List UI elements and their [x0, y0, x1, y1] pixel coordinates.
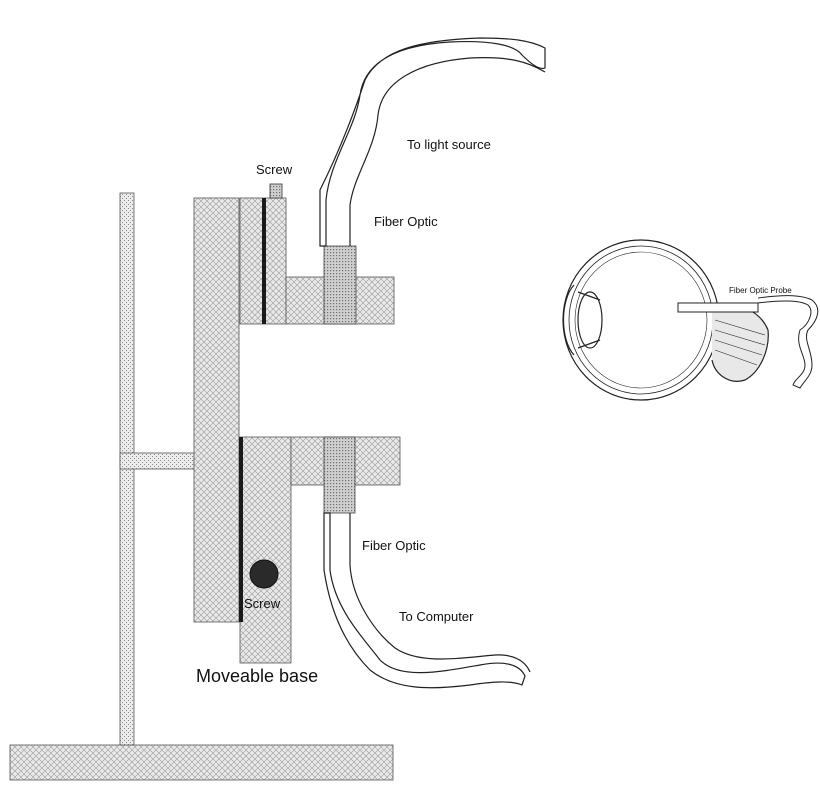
probe-cable — [757, 295, 819, 389]
screw-head-icon — [269, 183, 283, 199]
label-screw-top: Screw — [256, 162, 293, 177]
eye-icon — [562, 239, 769, 401]
label-screw-bottom: Screw — [244, 596, 281, 611]
upper-fiber-sleeve — [323, 245, 357, 325]
label-fiber-optic-bottom: Fiber Optic — [362, 538, 426, 553]
upper-screw-rod — [262, 198, 266, 324]
lower-holder-vertical — [239, 436, 292, 664]
fiber-optic-strand-bottom — [349, 513, 531, 673]
lower-screw-rod — [239, 437, 243, 622]
fiber-optic-strand-top — [349, 57, 546, 246]
screw-knob-icon — [249, 559, 279, 589]
ground-base — [9, 744, 394, 781]
label-to-light-source: To light source — [407, 137, 491, 152]
main-plate — [193, 197, 240, 623]
lower-fiber-sleeve — [323, 436, 356, 514]
label-to-computer: To Computer — [399, 609, 474, 624]
label-fiber-optic-probe: Fiber Optic Probe — [729, 286, 792, 295]
label-fiber-optic-top: Fiber Optic — [374, 214, 438, 229]
fiber-optic-cable-top — [319, 37, 546, 247]
label-moveable-base: Moveable base — [196, 666, 318, 686]
fiber-optic-probe — [677, 302, 759, 313]
horizontal-arm — [119, 452, 195, 470]
fiber-optic-cable-bottom — [323, 512, 526, 689]
